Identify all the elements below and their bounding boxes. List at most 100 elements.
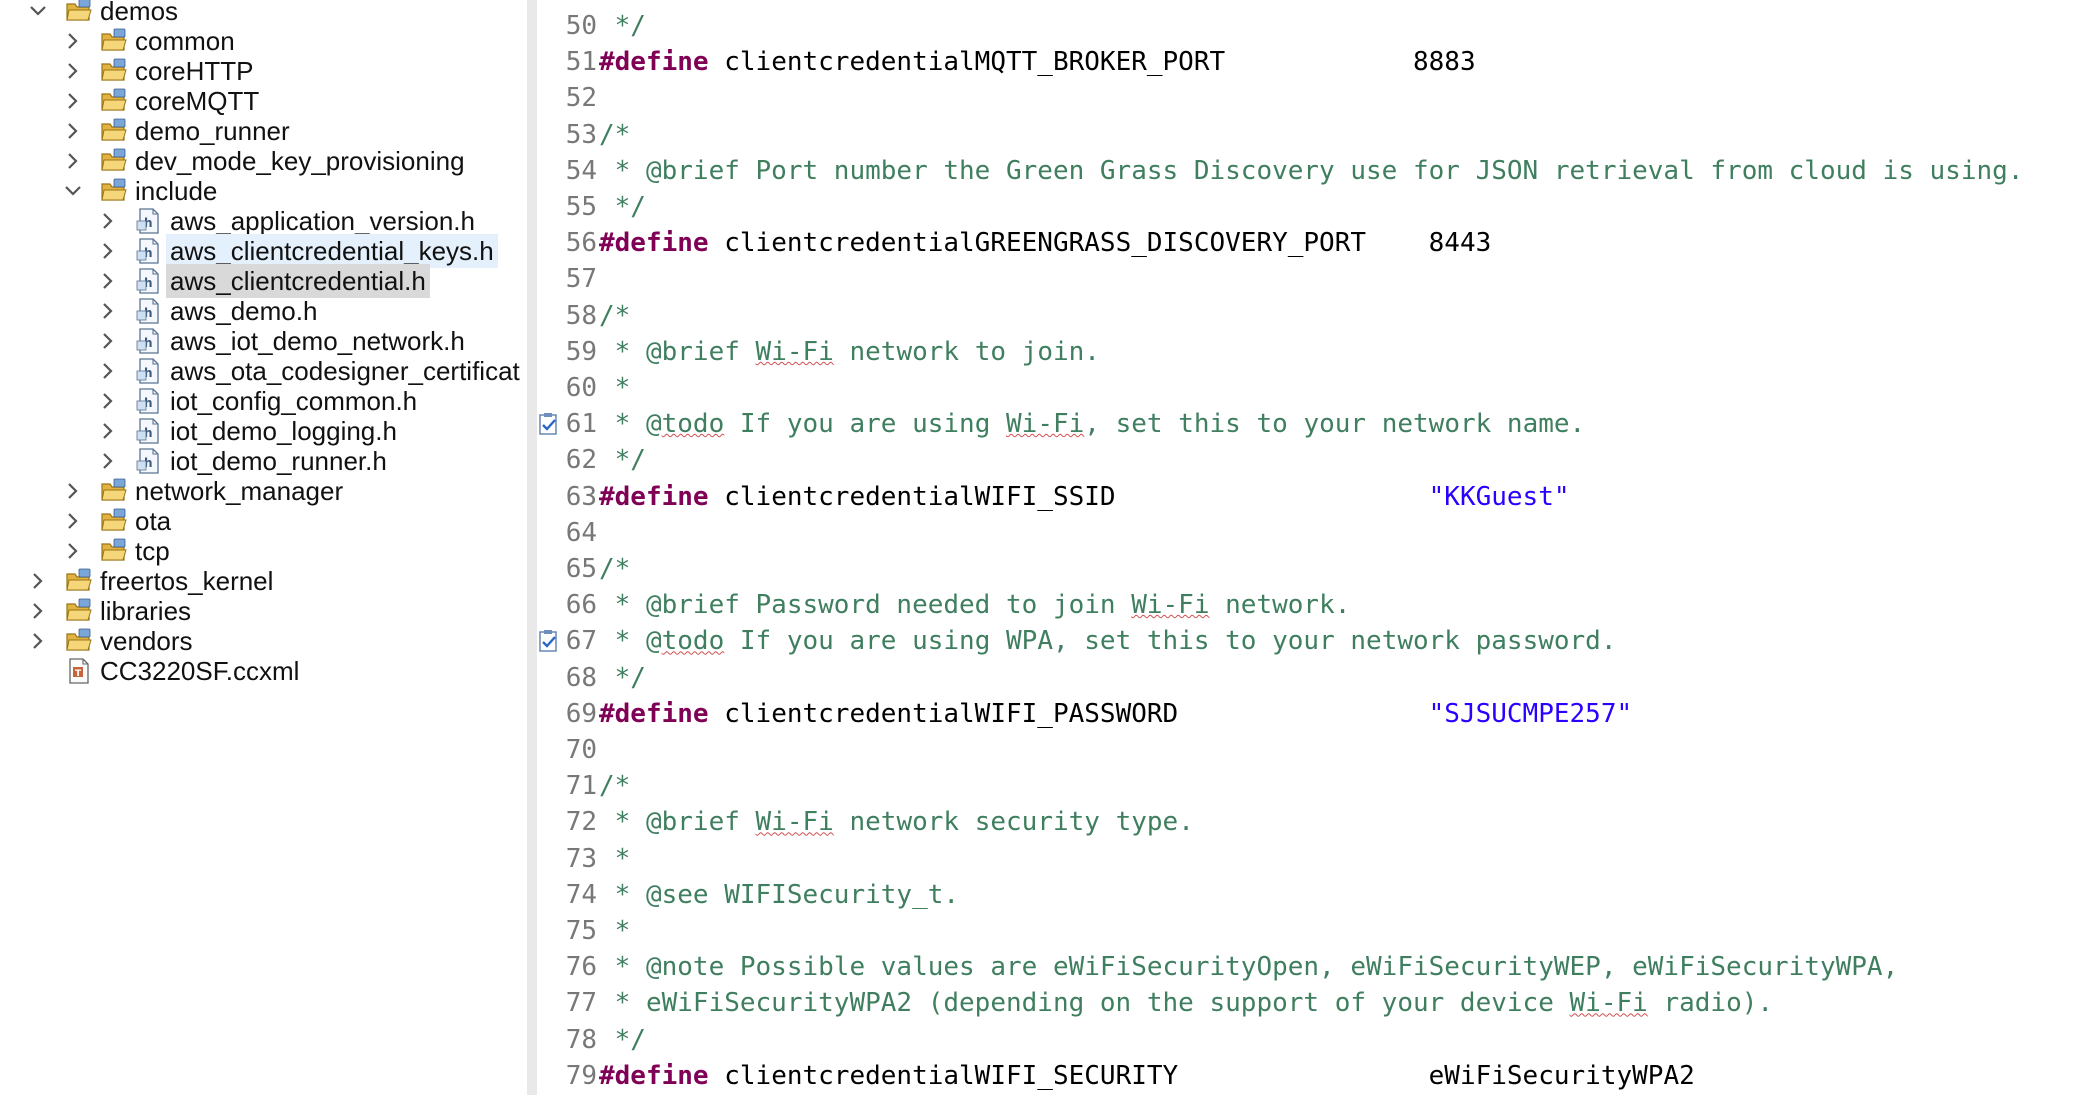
code-line-61[interactable]: 61 * @todo If you are using Wi-Fi, set t…	[537, 406, 2095, 442]
chevron-right-icon[interactable]	[28, 601, 48, 621]
chevron-right-icon[interactable]	[98, 331, 118, 351]
code-token: 8443	[1428, 228, 1492, 259]
code-line-64[interactable]: 64	[537, 515, 2095, 551]
chevron-right-icon[interactable]	[98, 421, 118, 441]
code-line-74[interactable]: 74 * @see WIFISecurity_t.	[537, 877, 2095, 913]
header-file-icon: h	[135, 418, 163, 444]
folder-icon	[100, 118, 128, 144]
tree-item-common[interactable]: common	[0, 24, 527, 58]
code-line-71[interactable]: 71/*	[537, 768, 2095, 804]
chevron-right-icon[interactable]	[63, 481, 83, 501]
chevron-right-icon[interactable]	[98, 451, 118, 471]
code-line-50[interactable]: 50 */	[537, 8, 2095, 44]
code-text: *	[599, 841, 631, 877]
code-editor[interactable]: 50 */51#define clientcredentialMQTT_BROK…	[537, 0, 2095, 1095]
chevron-right-icon[interactable]	[98, 271, 118, 291]
tree-item-label: aws_clientcredential.h	[166, 264, 430, 298]
code-token: * @brief Password needed to join	[599, 590, 1132, 621]
chevron-right-icon[interactable]	[63, 61, 83, 81]
code-token: network to join.	[833, 336, 1100, 367]
code-line-70[interactable]: 70	[537, 732, 2095, 768]
code-token: clientcredentialWIFI_PASSWORD	[708, 698, 1429, 729]
code-line-56[interactable]: 56#define clientcredentialGREENGRASS_DIS…	[537, 225, 2095, 261]
code-text: /*	[599, 768, 630, 804]
chevron-right-icon[interactable]	[63, 91, 83, 111]
code-line-79[interactable]: 79#define clientcredentialWIFI_SECURITY …	[537, 1058, 2095, 1094]
code-line-60[interactable]: 60 *	[537, 370, 2095, 406]
code-line-59[interactable]: 59 * @brief Wi-Fi network to join.	[537, 334, 2095, 370]
code-text: #define clientcredentialWIFI_SECURITY eW…	[599, 1058, 1695, 1094]
code-line-68[interactable]: 68 */	[537, 660, 2095, 696]
tree-item-coremqtt[interactable]: coreMQTT	[0, 84, 527, 118]
code-line-77[interactable]: 77 * eWiFiSecurityWPA2 (depending on the…	[537, 985, 2095, 1021]
line-number: 62	[565, 445, 597, 476]
chevron-right-icon[interactable]	[63, 121, 83, 141]
code-text: * eWiFiSecurityWPA2 (depending on the su…	[599, 985, 1773, 1021]
code-token: #define	[599, 481, 709, 512]
code-line-69[interactable]: 69#define clientcredentialWIFI_PASSWORD …	[537, 696, 2095, 732]
tree-item-demo-runner[interactable]: demo_runner	[0, 114, 527, 148]
chevron-right-icon[interactable]	[98, 301, 118, 321]
chevron-right-icon[interactable]	[98, 391, 118, 411]
code-token: /*	[599, 554, 631, 584]
panel-divider[interactable]	[527, 0, 537, 1095]
tree-item-dev-mode-key-provisioning[interactable]: dev_mode_key_provisioning	[0, 144, 527, 178]
code-text: */	[599, 1022, 646, 1058]
code-line-73[interactable]: 73 *	[537, 841, 2095, 877]
tree-item-demos[interactable]: demos	[0, 0, 527, 28]
code-line-76[interactable]: 76 * @note Possible values are eWiFiSecu…	[537, 949, 2095, 985]
tree-item-include[interactable]: include	[0, 174, 527, 208]
tree-item-network-manager[interactable]: network_manager	[0, 474, 527, 508]
code-token: If you are using	[724, 409, 1007, 440]
code-token: radio).	[1647, 988, 1774, 1019]
code-token: /*	[599, 771, 631, 802]
chevron-right-icon[interactable]	[98, 361, 118, 381]
tree-item-tcp[interactable]: tcp	[0, 534, 527, 568]
code-line-54[interactable]: 54 * @brief Port number the Green Grass …	[537, 153, 2095, 189]
chevron-right-icon[interactable]	[63, 541, 83, 561]
code-line-62[interactable]: 62 */	[537, 442, 2095, 478]
chevron-right-icon[interactable]	[63, 151, 83, 171]
task-marker-icon[interactable]	[537, 629, 561, 653]
task-marker-icon[interactable]	[537, 412, 561, 436]
code-line-52[interactable]: 52	[537, 80, 2095, 116]
chevron-right-icon[interactable]	[63, 31, 83, 51]
code-line-58[interactable]: 58/*	[537, 298, 2095, 334]
code-line-55[interactable]: 55 */	[537, 189, 2095, 225]
chevron-right-icon[interactable]	[98, 241, 118, 261]
code-token: #define	[599, 228, 709, 259]
code-line-67[interactable]: 67 * @todo If you are using WPA, set thi…	[537, 623, 2095, 659]
code-line-66[interactable]: 66 * @brief Password needed to join Wi-F…	[537, 587, 2095, 623]
code-line-75[interactable]: 75 *	[537, 913, 2095, 949]
chevron-down-icon[interactable]	[63, 181, 83, 201]
chevron-down-icon[interactable]	[28, 1, 48, 21]
chevron-right-icon[interactable]	[98, 211, 118, 231]
tree-item-corehttp[interactable]: coreHTTP	[0, 54, 527, 88]
tree-item-freertos-kernel[interactable]: freertos_kernel	[0, 564, 527, 598]
chevron-right-icon[interactable]	[63, 511, 83, 531]
code-line-51[interactable]: 51#define clientcredentialMQTT_BROKER_PO…	[537, 44, 2095, 80]
chevron-right-icon[interactable]	[28, 571, 48, 591]
code-line-53[interactable]: 53/*	[537, 117, 2095, 153]
code-line-78[interactable]: 78 */	[537, 1022, 2095, 1058]
tree-item-ota[interactable]: ota	[0, 504, 527, 538]
tree-item-vendors[interactable]: vendors	[0, 624, 527, 658]
code-line-72[interactable]: 72 * @brief Wi-Fi network security type.	[537, 804, 2095, 840]
code-token: #define	[599, 698, 709, 729]
tree-item-label: aws_application_version.h	[170, 206, 475, 236]
code-line-57[interactable]: 57	[537, 261, 2095, 297]
tree-item-libraries[interactable]: libraries	[0, 594, 527, 628]
code-line-63[interactable]: 63#define clientcredentialWIFI_SSID "KKG…	[537, 479, 2095, 515]
chevron-right-icon[interactable]	[28, 631, 48, 651]
code-line-65[interactable]: 65/*	[537, 551, 2095, 587]
